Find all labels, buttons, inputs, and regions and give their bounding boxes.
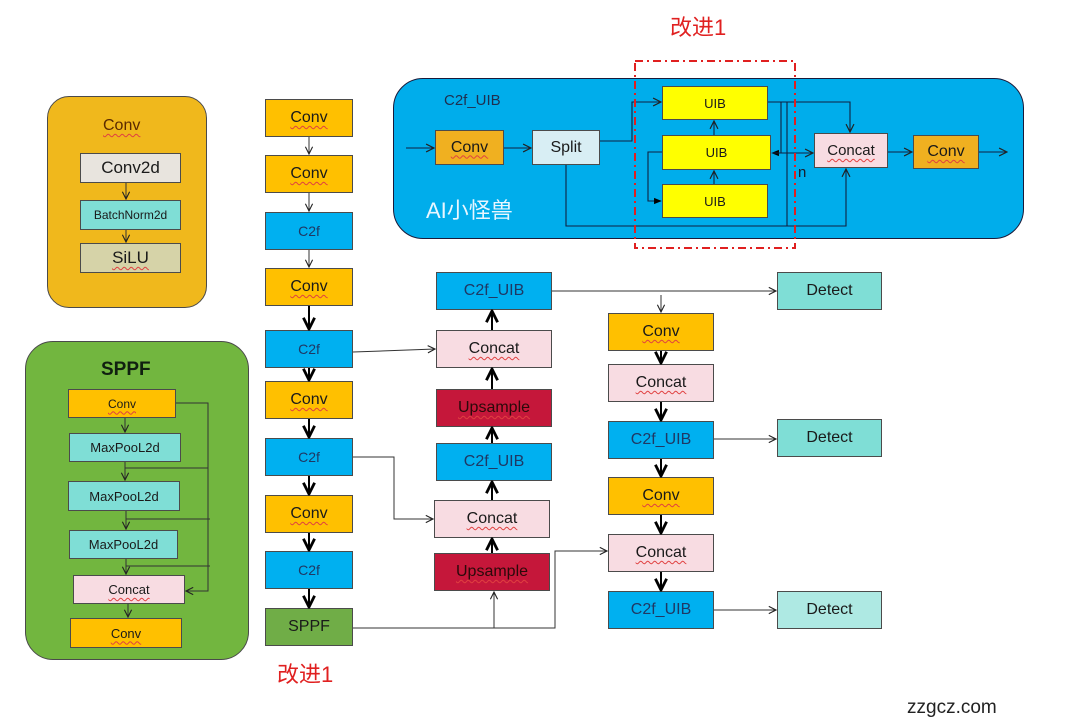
backbone-conv-2: Conv bbox=[265, 155, 353, 193]
c2f-uib-concat: Concat bbox=[814, 133, 888, 168]
neck-c2f-uib-1: C2f_UIB bbox=[436, 272, 552, 310]
c2f-uib-conv-in: Conv bbox=[435, 130, 504, 165]
pan-conv-1: Conv bbox=[608, 313, 714, 351]
site-watermark: zzgcz.com bbox=[907, 697, 997, 718]
uib-block-top: UIB bbox=[662, 86, 768, 120]
backbone-c2f-2: C2f bbox=[265, 330, 353, 368]
neck-concat-1: Concat bbox=[436, 330, 552, 368]
improvement-label-top: 改进1 bbox=[670, 15, 727, 40]
sppf-conv-in: Conv bbox=[68, 389, 176, 418]
neck-concat-2: Concat bbox=[434, 500, 550, 538]
pan-concat-2: Concat bbox=[608, 534, 714, 572]
backbone-c2f-4: C2f bbox=[265, 551, 353, 589]
batchnorm2d-block: BatchNorm2d bbox=[80, 200, 181, 230]
backbone-conv-4: Conv bbox=[265, 381, 353, 419]
sppf-concat: Concat bbox=[73, 575, 185, 604]
c2f-uib-panel-title: C2f_UIB bbox=[444, 92, 501, 109]
pan-c2f-uib-1: C2f_UIB bbox=[608, 421, 714, 459]
backbone-c2f-1: C2f bbox=[265, 212, 353, 250]
uib-block-bottom: UIB bbox=[662, 184, 768, 218]
ai-monster-watermark: AI小怪兽 bbox=[426, 198, 513, 223]
maxpool-block-3: MaxPooL2d bbox=[69, 530, 178, 559]
conv2d-block: Conv2d bbox=[80, 153, 181, 183]
backbone-conv-3: Conv bbox=[265, 268, 353, 306]
pan-conv-2: Conv bbox=[608, 477, 714, 515]
maxpool-block-1: MaxPooL2d bbox=[69, 433, 181, 462]
improvement-label-bottom: 改进1 bbox=[277, 662, 334, 687]
repeat-n-label: n bbox=[798, 164, 807, 181]
c2f-uib-conv-out: Conv bbox=[913, 135, 979, 169]
detect-head-2: Detect bbox=[777, 419, 882, 457]
backbone-sppf: SPPF bbox=[265, 608, 353, 646]
neck-upsample-2: Upsample bbox=[434, 553, 550, 591]
skip-c2f2-to-concat1 bbox=[352, 349, 435, 352]
neck-upsample-1: Upsample bbox=[436, 389, 552, 427]
neck-c2f-uib-2: C2f_UIB bbox=[436, 443, 552, 481]
detect-head-3: Detect bbox=[777, 591, 882, 629]
maxpool-block-2: MaxPooL2d bbox=[68, 481, 180, 511]
sppf-conv-out: Conv bbox=[70, 618, 182, 648]
conv-panel-title: Conv bbox=[103, 117, 141, 134]
pan-c2f-uib-2: C2f_UIB bbox=[608, 591, 714, 629]
skip-c2f3-to-concat2 bbox=[353, 456, 433, 519]
pan-concat-1: Concat bbox=[608, 364, 714, 402]
detect-head-1: Detect bbox=[777, 272, 882, 310]
uib-block-middle: UIB bbox=[662, 135, 771, 170]
silu-block: SiLU bbox=[80, 243, 181, 273]
backbone-conv-5: Conv bbox=[265, 495, 353, 533]
backbone-c2f-3: C2f bbox=[265, 438, 353, 476]
sppf-panel-title: SPPF bbox=[101, 359, 151, 380]
backbone-conv-1: Conv bbox=[265, 99, 353, 137]
split-block: Split bbox=[532, 130, 600, 165]
